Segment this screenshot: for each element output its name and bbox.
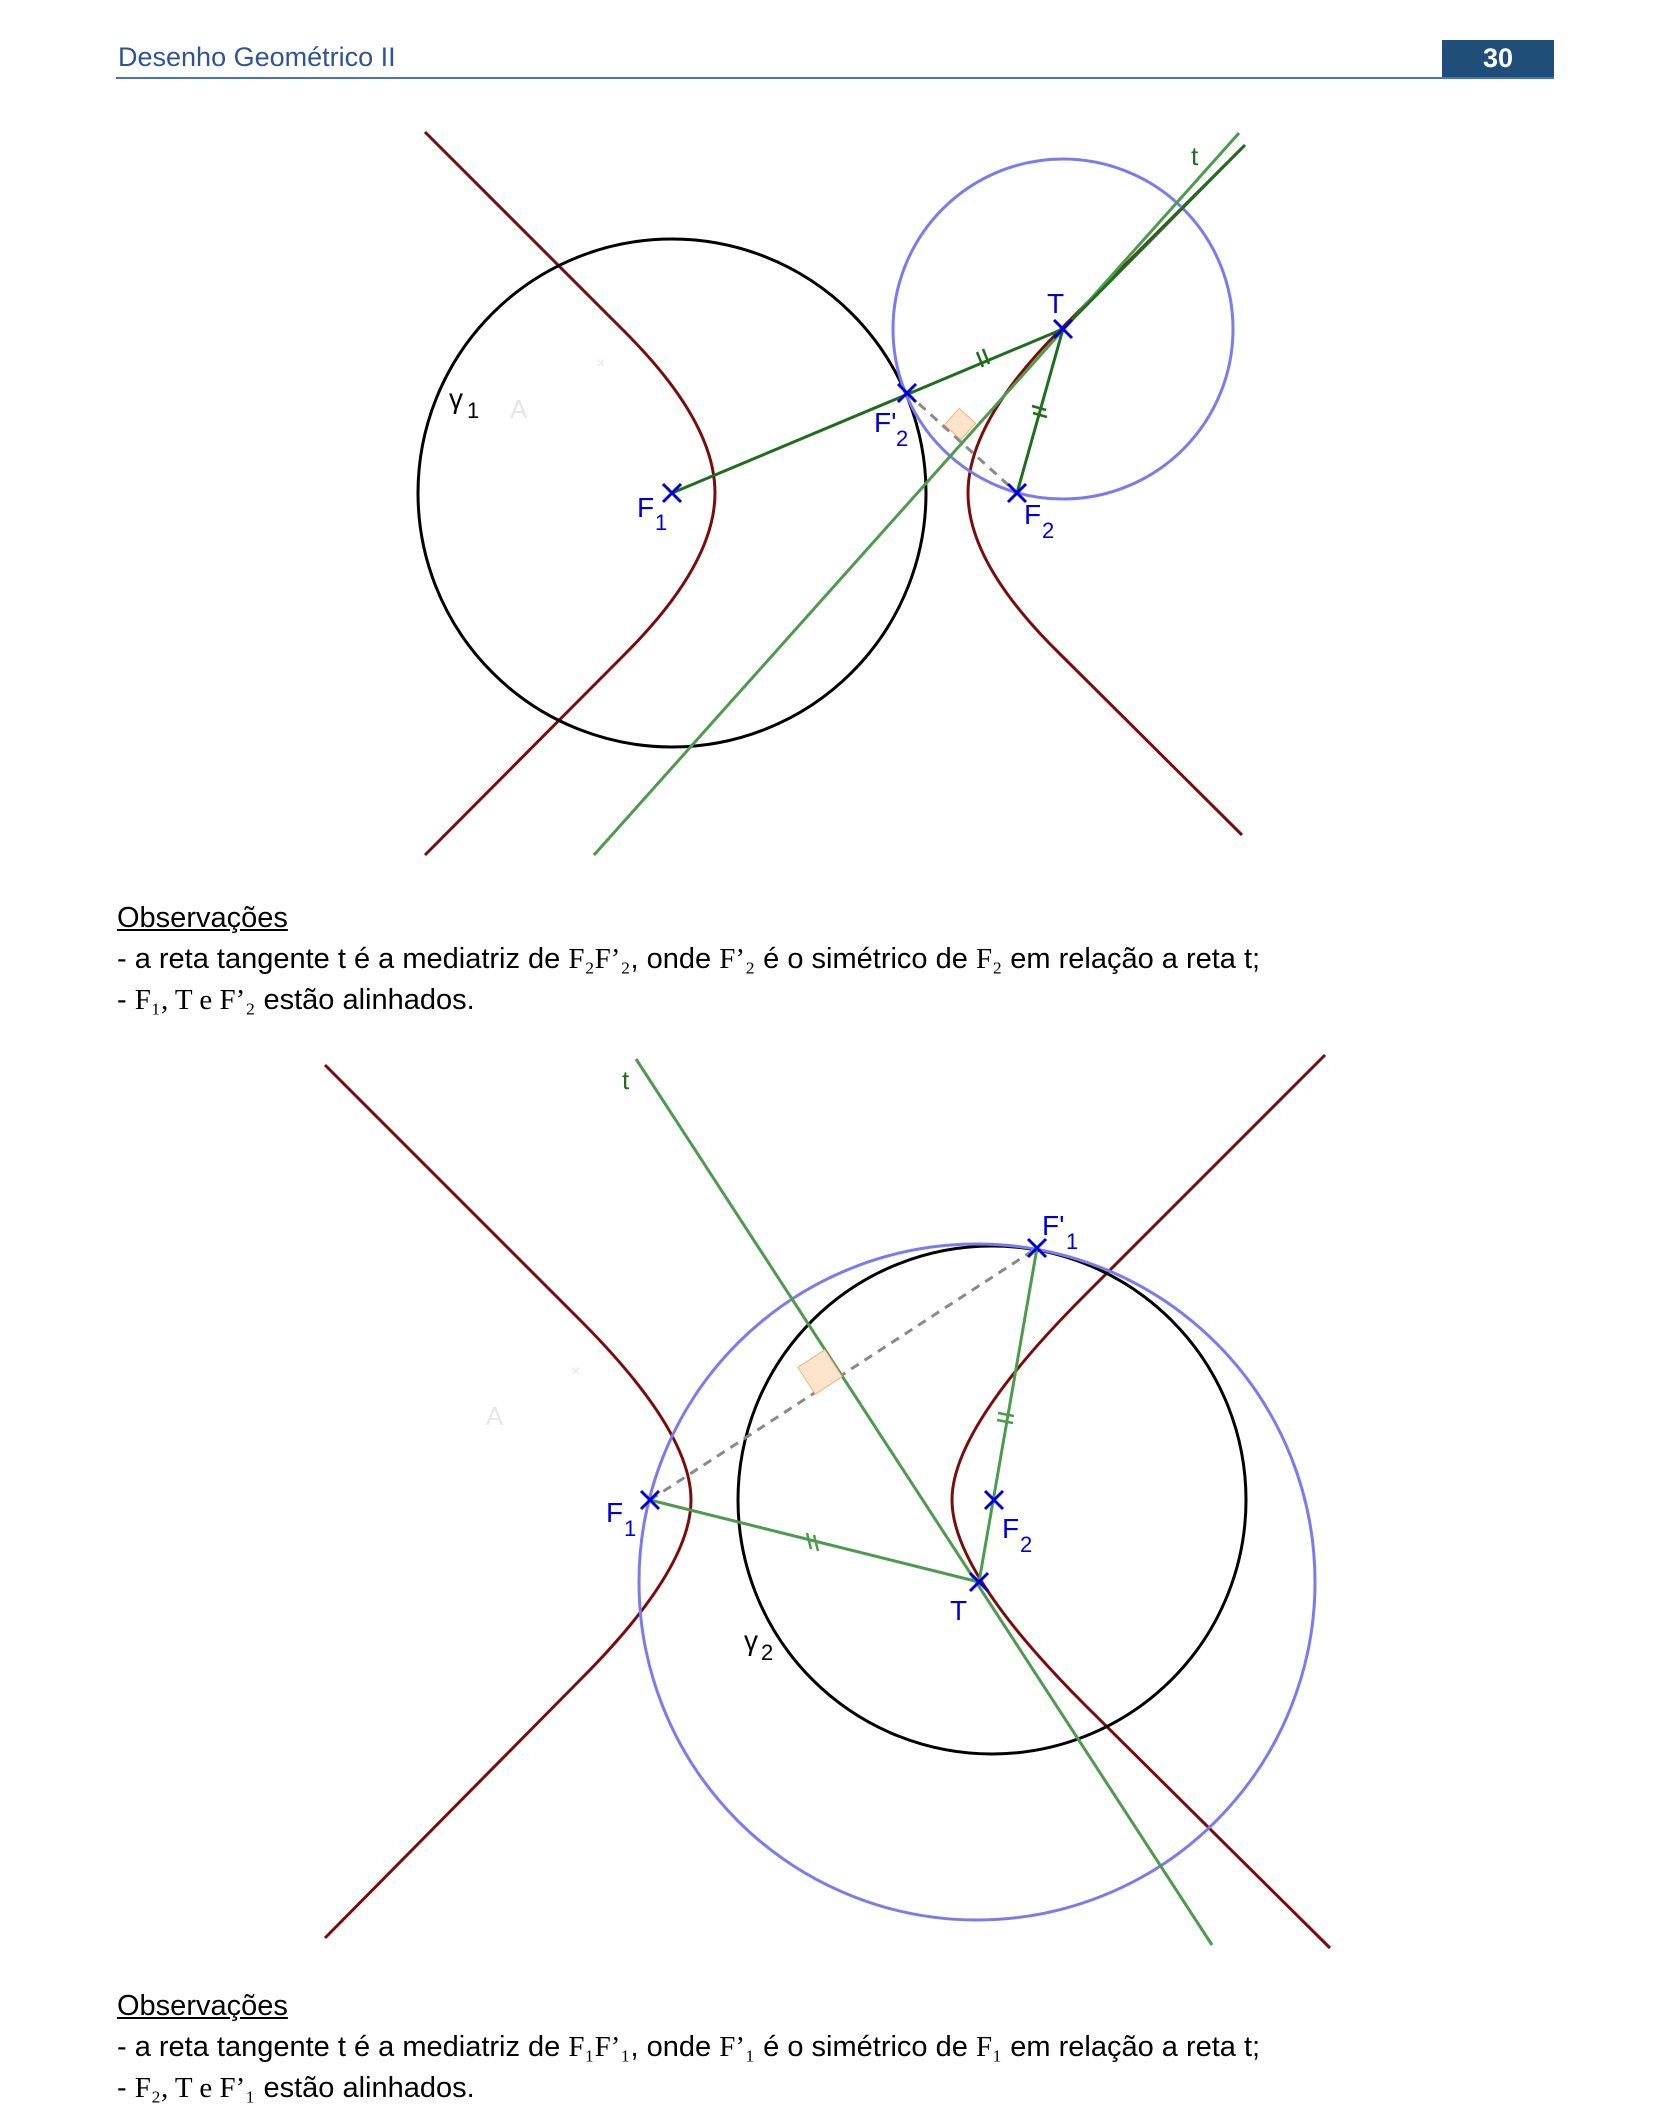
label-gamma-sub: 2 (761, 1640, 773, 1665)
figure-1: × A t T γ 1 F 1 F' 2 F 2 (0, 0, 1654, 875)
ghost-mark: × (596, 355, 605, 372)
segment-f1-t (671, 327, 1064, 495)
obs-point: F’₁ (719, 2031, 756, 2063)
director-circle (416, 237, 928, 749)
right-angle-marker (797, 1349, 843, 1395)
label-t: t (622, 1065, 630, 1095)
obs-points: F₂, T e F’₁ (134, 2072, 256, 2104)
obs-text: estão alinhados. (255, 984, 475, 1016)
obs-text: - (117, 2072, 135, 2104)
observations-heading: Observações (117, 1990, 288, 2022)
label-T: T (950, 1595, 967, 1626)
hyperbola-left-branch (423, 130, 717, 857)
hyperbola-right-branch (950, 1053, 1332, 1950)
obs-text: estão alinhados. (255, 2072, 475, 2104)
observation-line: - F₂, T e F’₁ estão alinhados. (117, 2068, 1537, 2109)
ghost-mark: × (571, 1363, 580, 1380)
equal-tick-marks (805, 1411, 1015, 1552)
right-angle-marker (943, 407, 977, 441)
segment-t-f2 (1015, 328, 1065, 494)
label-t: t (1191, 141, 1199, 171)
tangent-line (592, 132, 1241, 856)
obs-text: - (117, 984, 135, 1016)
equal-tick-marks (975, 348, 1048, 419)
label-f1-prime-sub: 1 (1066, 1229, 1078, 1254)
director-circle (736, 1244, 1248, 1756)
tangent-line (634, 1058, 1214, 1946)
label-f1-prime: F' (1042, 1210, 1064, 1241)
label-f1: F (606, 1497, 623, 1528)
label-f2: F (1024, 499, 1041, 530)
obs-text: em relação a reta t; (1002, 943, 1261, 975)
page-number: 30 (1442, 40, 1554, 77)
label-f1: F (637, 492, 654, 523)
auxiliary-circle (637, 1242, 1317, 1922)
obs-segment: F₁F’₁ (568, 2031, 631, 2063)
obs-text: é o simétrico de (755, 943, 976, 975)
dashed-segment (649, 1246, 1038, 1502)
point-markers (639, 1237, 1048, 1593)
observations-1: Observações - a reta tangente t é a medi… (117, 898, 1537, 1021)
obs-text: , onde (630, 2031, 720, 2063)
label-f2-sub: 2 (1020, 1532, 1032, 1557)
label-T: T (1047, 288, 1064, 319)
label-gamma: γ (449, 383, 463, 414)
figure-2: × A t F' 1 F 1 F 2 T γ 2 (0, 1040, 1654, 1975)
header-title: Desenho Geométrico II (118, 42, 396, 72)
obs-text: , onde (630, 943, 720, 975)
obs-point: F₂ (975, 943, 1003, 975)
label-f2: F (1002, 1513, 1019, 1544)
ghost-label: A (510, 394, 528, 424)
label-gamma-sub: 1 (467, 398, 479, 423)
tangent-line-extension (1061, 143, 1247, 331)
header-rule (116, 77, 1554, 79)
obs-point: F₁ (975, 2031, 1003, 2063)
obs-segment: F₂F’₂ (568, 943, 631, 975)
figure-2-drawing: × A t F' 1 F 1 F 2 T γ 2 (323, 1053, 1332, 1950)
ghost-label: A (486, 1401, 504, 1431)
obs-point: F’₂ (719, 943, 756, 975)
page-header: Desenho Geométrico II 30 (116, 40, 1554, 79)
label-f2-sub: 2 (1042, 518, 1054, 543)
label-f1-sub: 1 (624, 1516, 636, 1541)
point-markers (661, 318, 1074, 504)
label-f2-prime-sub: 2 (896, 426, 908, 451)
obs-text: em relação a reta t; (1002, 2031, 1261, 2063)
observation-line: - a reta tangente t é a mediatriz de F₁F… (117, 2027, 1537, 2068)
observations-2: Observações - a reta tangente t é a medi… (117, 1986, 1537, 2109)
hyperbola-left-branch (323, 1063, 693, 1940)
label-f1-sub: 1 (655, 510, 667, 535)
obs-text: é o simétrico de (755, 2031, 976, 2063)
obs-text: - a reta tangente t é a mediatriz de (117, 2031, 569, 2063)
figure-1-drawing: × A t T γ 1 F 1 F' 2 F 2 (416, 130, 1247, 857)
label-f2-prime: F' (874, 407, 896, 438)
observation-line: - a reta tangente t é a mediatriz de F₂F… (117, 939, 1537, 980)
hyperbola-right-branch (966, 146, 1244, 837)
label-gamma: γ (744, 1625, 758, 1656)
obs-points: F₁, T e F’₂ (134, 984, 256, 1016)
observation-line: - F₁, T e F’₂ estão alinhados. (117, 980, 1537, 1021)
auxiliary-circle (891, 157, 1235, 501)
obs-text: - a reta tangente t é a mediatriz de (117, 943, 569, 975)
dashed-segment (905, 391, 1019, 495)
observations-heading: Observações (117, 902, 288, 934)
